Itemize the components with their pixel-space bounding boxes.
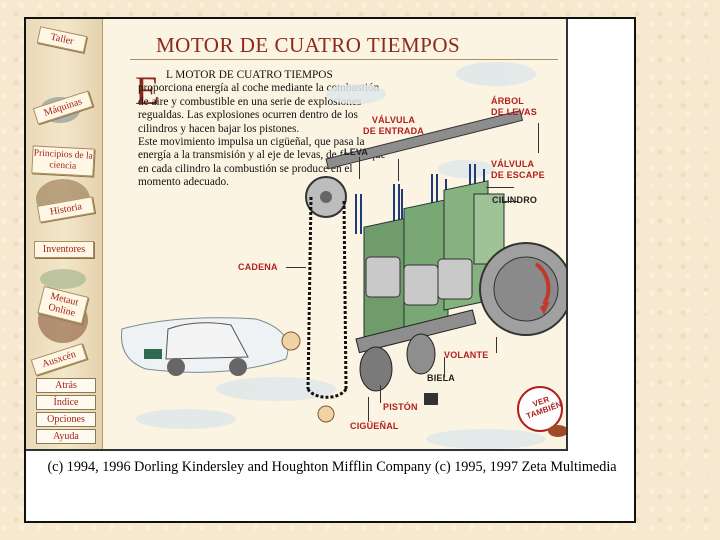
label-valvula-entrada[interactable]: VÁLVULA DE ENTRADA [363, 115, 424, 137]
leader-piston [380, 385, 381, 403]
label-valvula-escape[interactable]: VÁLVULA DE ESCAPE [491, 159, 545, 181]
leader-volante [496, 337, 497, 353]
copyright-caption: (c) 1994, 1996 Dorling Kindersley and Ho… [26, 459, 638, 476]
label-piston[interactable]: PISTÓN [383, 402, 418, 413]
label-volante[interactable]: VOLANTE [444, 350, 488, 361]
label-cadena[interactable]: CADENA [238, 262, 278, 273]
leader-valvula-entrada [398, 159, 399, 181]
figure-icon [318, 406, 334, 422]
encyclopedia-window: Taller Máquinas Principios de la ciencia… [24, 17, 636, 523]
label-line: DE LEVAS [491, 107, 537, 118]
app-screen: Taller Máquinas Principios de la ciencia… [26, 19, 568, 451]
label-cilindro[interactable]: CILINDRO [492, 195, 537, 206]
flywheel [480, 243, 566, 335]
timing-chain [308, 197, 346, 397]
figure-icon [282, 332, 300, 350]
label-leva[interactable]: LEVA [344, 147, 368, 158]
label-line: VÁLVULA [363, 115, 424, 126]
video-icon[interactable] [424, 393, 438, 405]
label-line: VÁLVULA [491, 159, 545, 170]
leader-arbol [538, 123, 539, 153]
label-line: DE ESCAPE [491, 170, 545, 181]
leader-leva [359, 157, 360, 179]
label-line: DE ENTRADA [363, 126, 424, 137]
leader-valvula-escape [486, 187, 514, 188]
label-ciguenal[interactable]: CIGÜEÑAL [350, 421, 399, 432]
label-biela[interactable]: BIELA [427, 373, 455, 384]
label-line: ÁRBOL [491, 96, 537, 107]
car-illustration [122, 318, 289, 376]
label-arbol-de-levas[interactable]: ÁRBOL DE LEVAS [491, 96, 537, 118]
leader-ciguenal [368, 397, 369, 421]
leader-cadena [286, 267, 306, 268]
engine-illustration [26, 19, 566, 449]
